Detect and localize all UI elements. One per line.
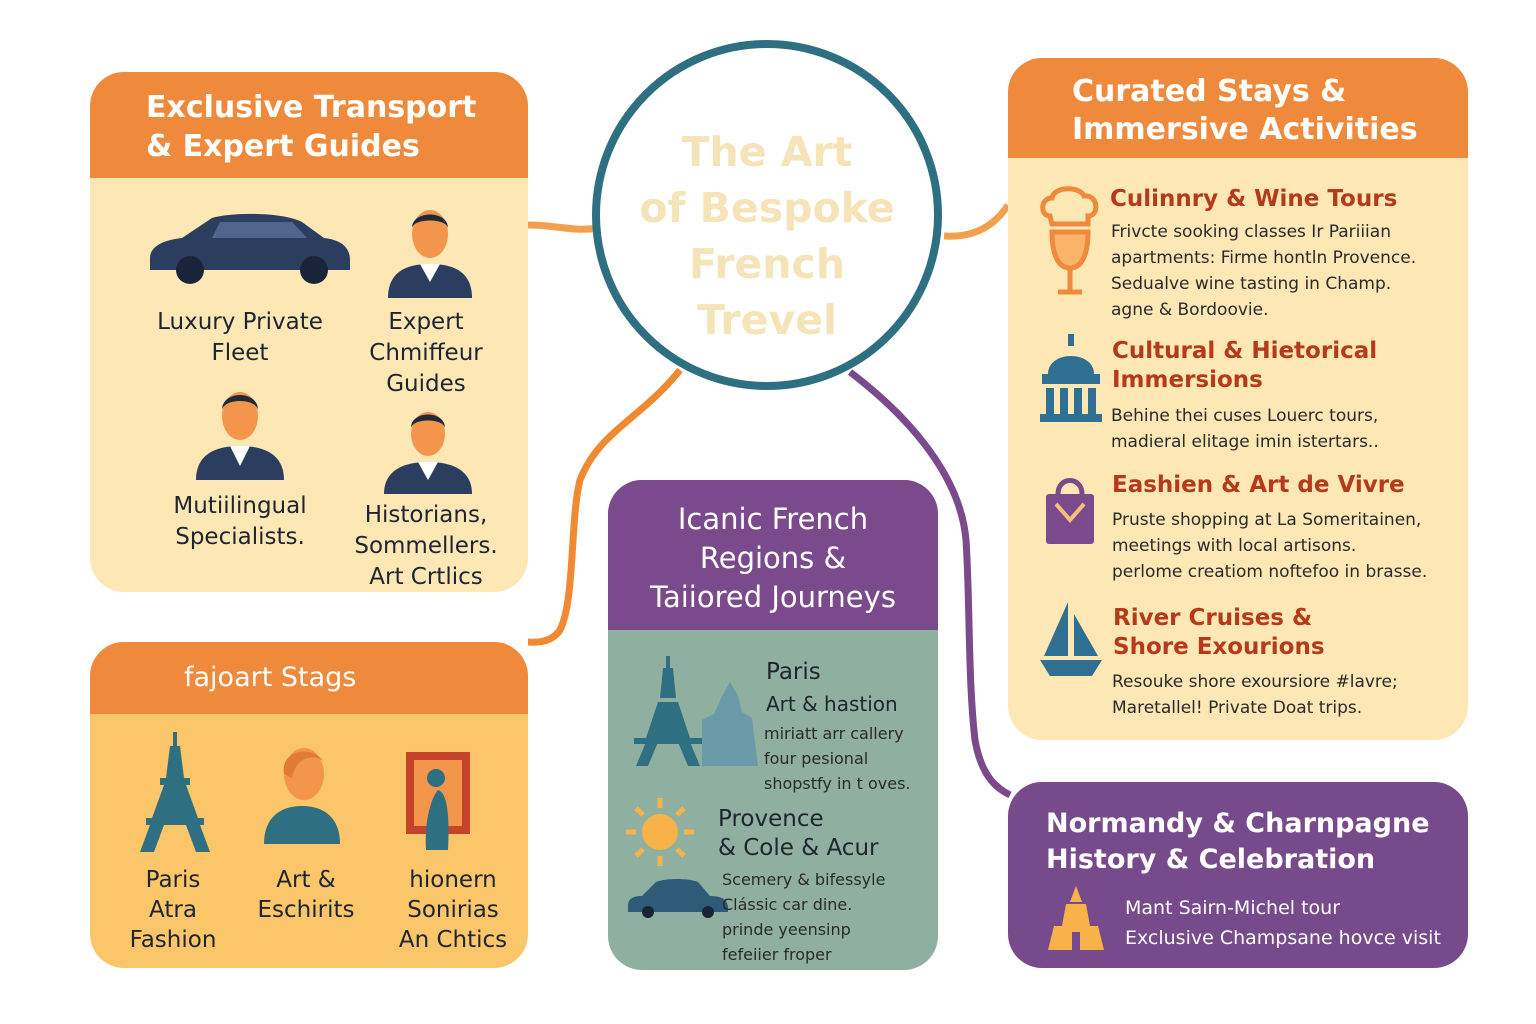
provence-name: Provence & Cole & Acur <box>718 806 879 861</box>
culinary-desc: Frivcte sooking classes Ir Pariiian apar… <box>1111 222 1417 320</box>
connector-center-curated <box>943 203 1011 240</box>
chauffeur-icon <box>388 210 472 298</box>
paris-skyline-icon <box>634 656 758 766</box>
stays-header: fajoart Stags <box>90 642 528 714</box>
person-icon <box>264 748 340 844</box>
fleet-label: Luxury Private Fleet <box>157 309 323 366</box>
stays-title: fajoart Stags <box>184 662 357 693</box>
paris-name: Paris <box>766 659 821 685</box>
cultural-desc: Behine thei cuses Louerc tours, madieral… <box>1111 406 1379 452</box>
shopping-bag-icon <box>1046 478 1094 544</box>
transport-card: Exclusive Transport & Expert Guides <box>90 72 528 592</box>
sun-icon <box>626 798 694 866</box>
classic-car-icon <box>628 879 728 918</box>
car-icon <box>150 213 350 284</box>
fashion-desc: Pruste shopping at La Someritainen, meet… <box>1112 510 1428 582</box>
transport-header: Exclusive Transport & Expert Guides <box>90 72 528 178</box>
connector-center-stays <box>527 367 683 646</box>
mont-saint-michel-icon <box>1048 886 1104 950</box>
stays-art-label: Art & Eschirits <box>257 867 355 923</box>
regions-title-line-2: Regions & <box>699 541 847 575</box>
provence-desc: Scemery & bifessyle Clássic car dine. pr… <box>722 870 886 964</box>
historian-icon <box>384 412 472 494</box>
fashion-title: Eashien & Art de Vivre <box>1112 472 1405 498</box>
stays-historians-label: hionern Sonirias An Chtics <box>398 867 508 953</box>
center-circle: The Art of Bespoke French Trevel <box>592 40 942 390</box>
specialist-icon <box>196 392 284 480</box>
multilingual-label: Mutiilingual Specialists. <box>173 493 307 550</box>
connector-center-normandy <box>847 369 1012 799</box>
regions-header: Icanic French Regions & Taiiored Journey… <box>608 480 938 630</box>
chauffeur-label: Expert Chmiffeur Guides <box>369 309 483 397</box>
transport-title-line-2: & Expert Guides <box>146 129 420 164</box>
cultural-title: Cultural & Hietorical Immersions <box>1112 338 1378 393</box>
curated-header: Curated Stays & Immersive Activities <box>1008 58 1468 158</box>
museum-icon <box>1040 334 1102 422</box>
curated-card: Curated Stays & Immersive Activities <box>1008 58 1468 740</box>
eiffel-tower-icon <box>140 732 210 852</box>
river-desc: Resouke shore exoursiore #lavre; Maretal… <box>1112 672 1398 718</box>
transport-title-line-1: Exclusive Transport <box>146 90 477 125</box>
curated-title-line-1: Curated Stays & <box>1072 74 1347 109</box>
historians-label: Historians, Sommellers. Art Crtlics <box>354 502 498 590</box>
connector-center-transport <box>527 221 601 233</box>
culinary-title: Culinnry & Wine Tours <box>1110 186 1398 212</box>
curated-title-line-2: Immersive Activities <box>1072 112 1418 147</box>
center-title: The Art of Bespoke French Trevel <box>639 128 895 344</box>
sailboat-icon <box>1040 602 1102 676</box>
paris-subtitle: Art & hastion <box>766 692 898 716</box>
regions-card: Icanic French Regions & Taiiored Journey… <box>608 480 938 970</box>
normandy-title: Normandy & Charnpagne History & Celebrat… <box>1046 808 1430 875</box>
regions-title-line-1: Icanic French <box>677 502 869 536</box>
regions-title-line-3: Taiiored Journeys <box>650 580 896 614</box>
stays-paris-label: Paris Atra Fashion <box>129 867 217 953</box>
paris-desc: miriatt arr callery four pesional shopst… <box>764 724 911 793</box>
chef-wine-icon <box>1040 186 1099 295</box>
normandy-desc: Mant Sairn-Michel tour Exclusive Champsa… <box>1125 897 1441 949</box>
art-frame-icon <box>406 752 470 850</box>
river-title: River Cruises & Shore Exourions <box>1113 605 1325 660</box>
